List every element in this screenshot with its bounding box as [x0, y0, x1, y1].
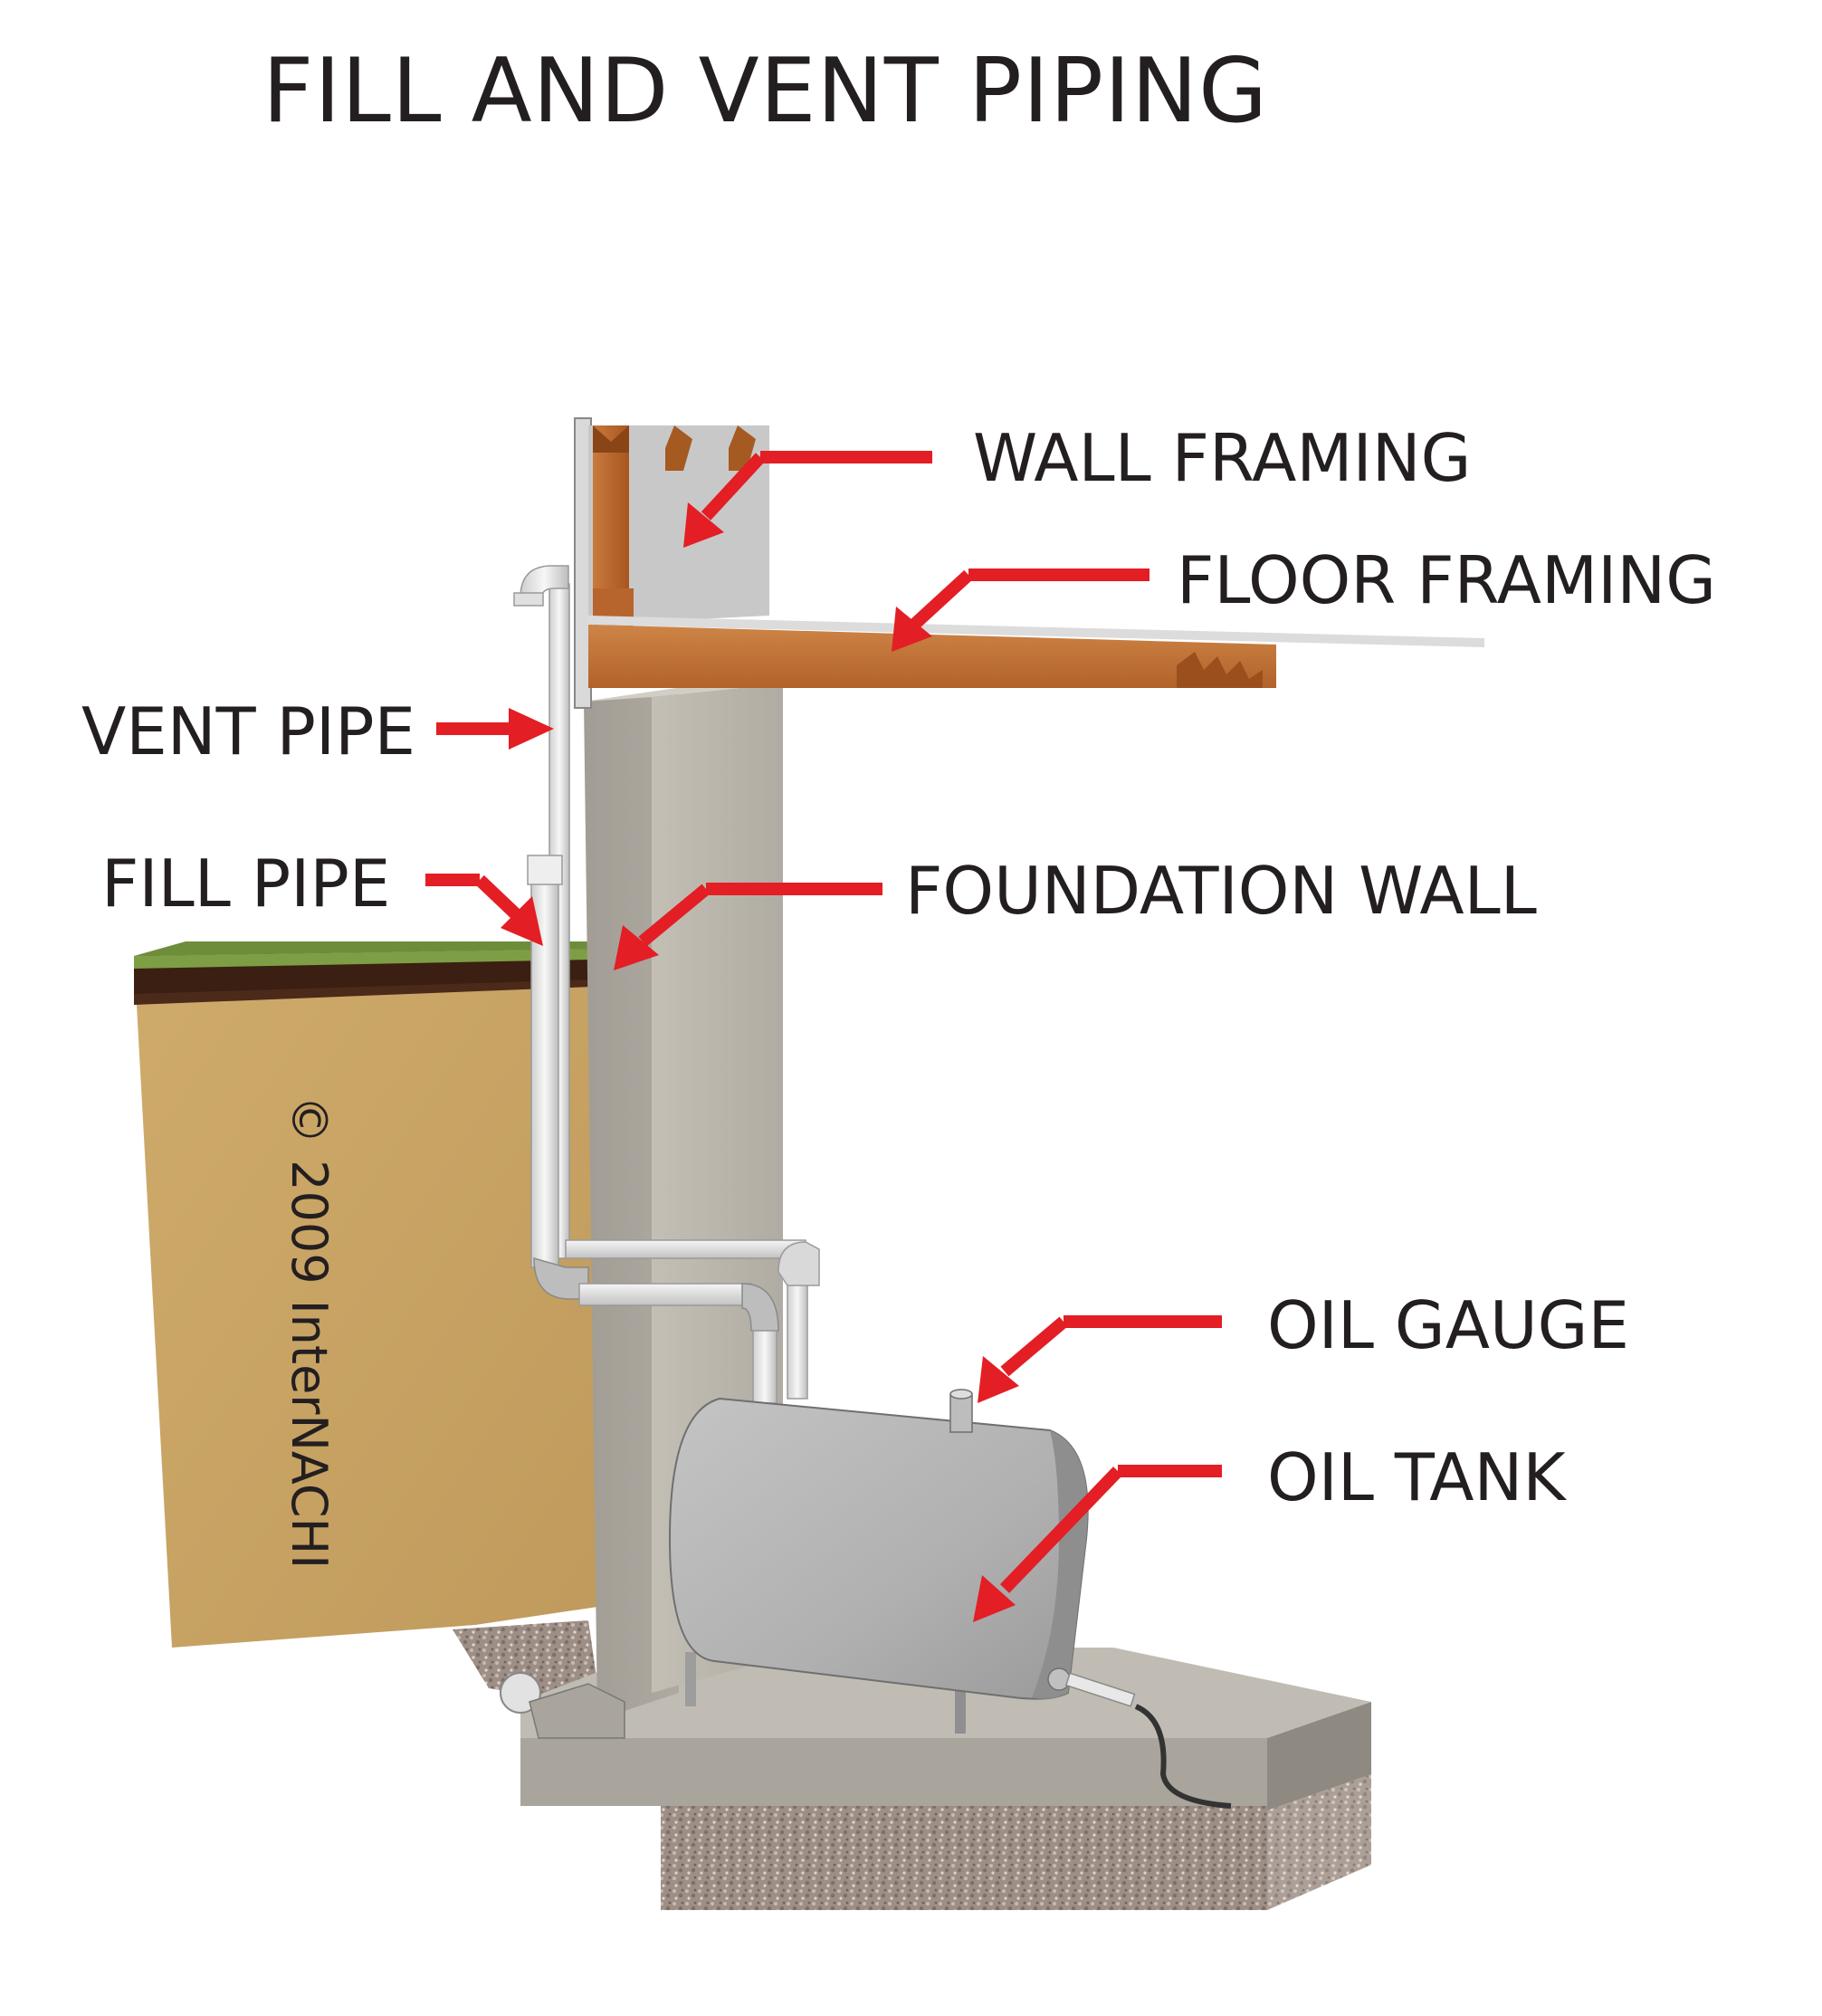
- oil-tank-shape: [668, 1389, 1232, 1809]
- copyright-notice: © 2009 InterNACHI: [281, 1095, 338, 1570]
- floor-framing-shape: [588, 616, 1484, 688]
- arrow-wall-framing: [683, 451, 932, 548]
- label-vent-pipe: VENT PIPE: [81, 693, 416, 769]
- arrow-floor-framing: [892, 568, 1149, 652]
- diagram-title: FILL AND VENT PIPING: [262, 40, 1269, 143]
- arrow-foundation-wall: [614, 883, 882, 970]
- label-foundation-wall: FOUNDATION WALL: [905, 853, 1537, 929]
- arrow-oil-gauge: [978, 1315, 1222, 1403]
- soil-block: [134, 941, 597, 1648]
- arrow-vent-pipe: [436, 708, 554, 750]
- arrow-fill-pipe: [425, 874, 543, 946]
- slab-footing: [520, 1648, 1371, 1910]
- label-oil-gauge: OIL GAUGE: [1267, 1287, 1629, 1363]
- label-fill-pipe: FILL PIPE: [101, 846, 391, 922]
- arrow-oil-tank: [973, 1465, 1222, 1622]
- drain-tile-shape: [500, 1672, 625, 1739]
- label-floor-framing: FLOOR FRAMING: [1177, 542, 1717, 618]
- callout-arrows: [425, 451, 1222, 1622]
- gravel-bed: [453, 1620, 597, 1697]
- fill-pipe-shape: [527, 855, 779, 1404]
- label-oil-tank: OIL TANK: [1267, 1439, 1566, 1515]
- label-wall-framing: WALL FRAMING: [973, 420, 1472, 496]
